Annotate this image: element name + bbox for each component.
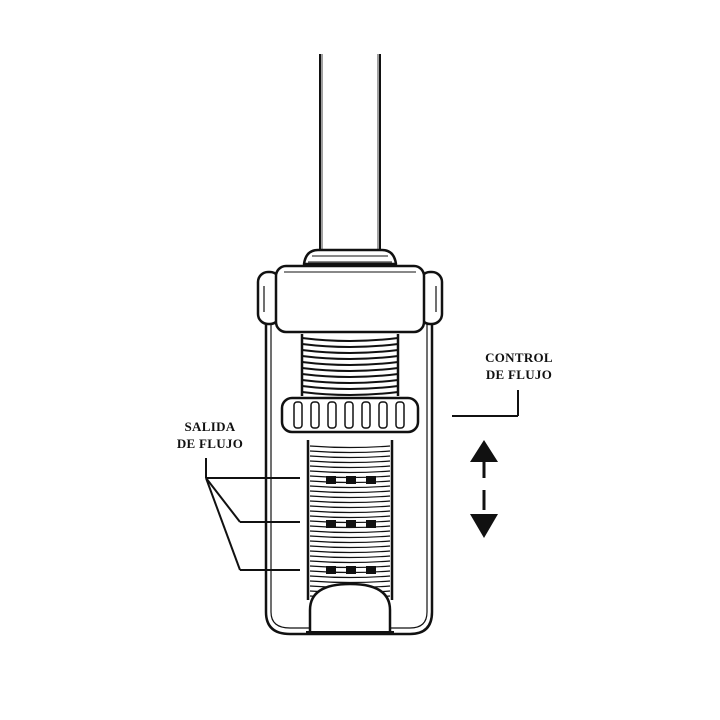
- outlet-hole-1: [326, 476, 376, 484]
- head-block: [256, 264, 444, 334]
- outlet-base-cap: [306, 582, 394, 633]
- outlet-label: SALIDA DE FLUJO: [164, 418, 256, 452]
- outlet-tube: [306, 440, 394, 600]
- control-label: CONTROL DE FLUJO: [476, 349, 562, 383]
- double-headed-vertical-arrow-icon: [470, 440, 498, 538]
- flow-adjust-nut[interactable]: [280, 396, 420, 434]
- outlet-hole-3: [326, 566, 376, 574]
- control-label-line1: CONTROL: [485, 350, 553, 365]
- outlet-label-line1: SALIDA: [184, 419, 236, 434]
- pipe-collar: [302, 248, 398, 266]
- outlet-leader-lines: [205, 458, 300, 571]
- supply-pipe: [319, 54, 381, 252]
- control-label-line2: DE FLUJO: [485, 367, 553, 382]
- control-leader-line: [452, 390, 519, 417]
- outlet-hole-2: [326, 520, 376, 528]
- outlet-label-line2: DE FLUJO: [176, 436, 244, 451]
- upper-thread: [300, 334, 400, 396]
